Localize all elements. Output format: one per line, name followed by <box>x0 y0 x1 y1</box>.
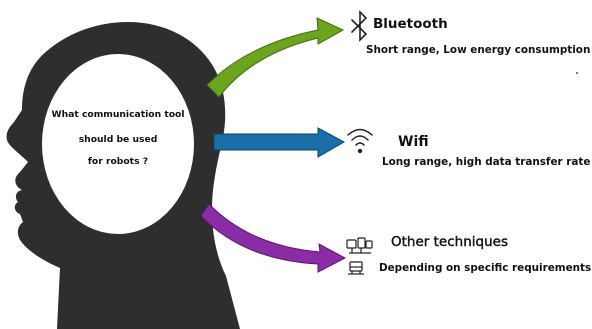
arrow-other <box>200 203 347 273</box>
bluetooth-icon <box>351 10 368 42</box>
wifi-description: Long range, high data transfer rate <box>382 156 591 168</box>
arrow-bluetooth <box>206 17 345 98</box>
thought-bubble <box>42 54 194 234</box>
wifi-icon <box>347 128 373 154</box>
question-line-3: for robots ? <box>87 156 149 167</box>
other-description: Depending on specific requirements <box>379 262 592 274</box>
wifi-title: Wifi <box>398 134 429 150</box>
bluetooth-description: Short range, Low energy consumption <box>366 44 591 56</box>
stray-dot <box>576 72 578 74</box>
other-title: Other techniques <box>391 234 508 250</box>
question-line-2: should be used <box>78 134 158 145</box>
bluetooth-title: Bluetooth <box>373 16 448 32</box>
arrow-wifi <box>213 127 346 158</box>
question-line-1: What communication tool <box>51 109 185 120</box>
devices-icon <box>346 237 373 275</box>
